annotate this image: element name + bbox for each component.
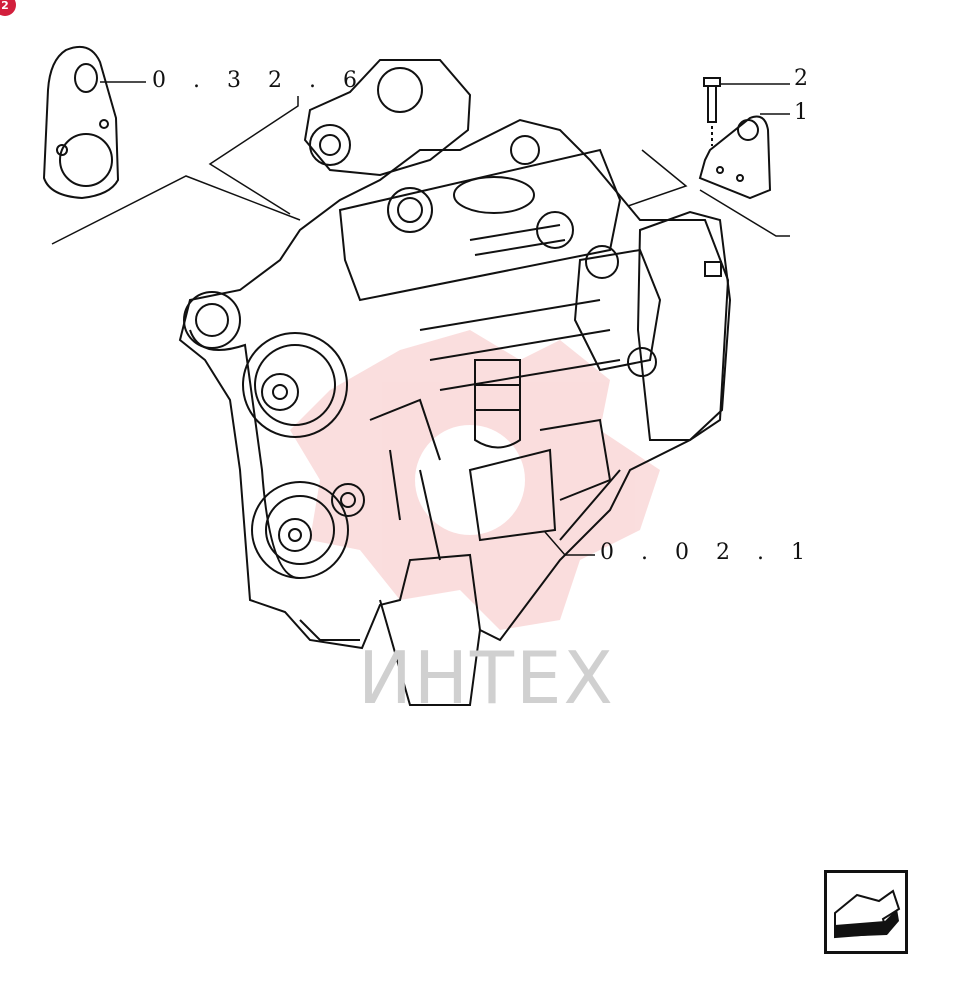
next-page-arrow-icon (834, 889, 901, 939)
watermark-text: ИНТЕХ (358, 636, 615, 720)
leader-lines (51, 81, 790, 556)
callout-ref-0-02-1[interactable]: 0 . 0 2 . 1 (600, 540, 815, 565)
page-badge: 2 (0, 0, 16, 16)
engine-block (178, 59, 732, 706)
callout-item-2[interactable]: 2 (794, 66, 808, 91)
next-page-button[interactable] (824, 870, 908, 954)
bolt-part (703, 77, 721, 146)
callout-ref-0-32-6[interactable]: 0 . 3 2 . 6 (152, 68, 367, 93)
bracket-part (698, 115, 772, 200)
gasket-part (42, 46, 120, 200)
callout-item-1[interactable]: 1 (794, 100, 808, 125)
